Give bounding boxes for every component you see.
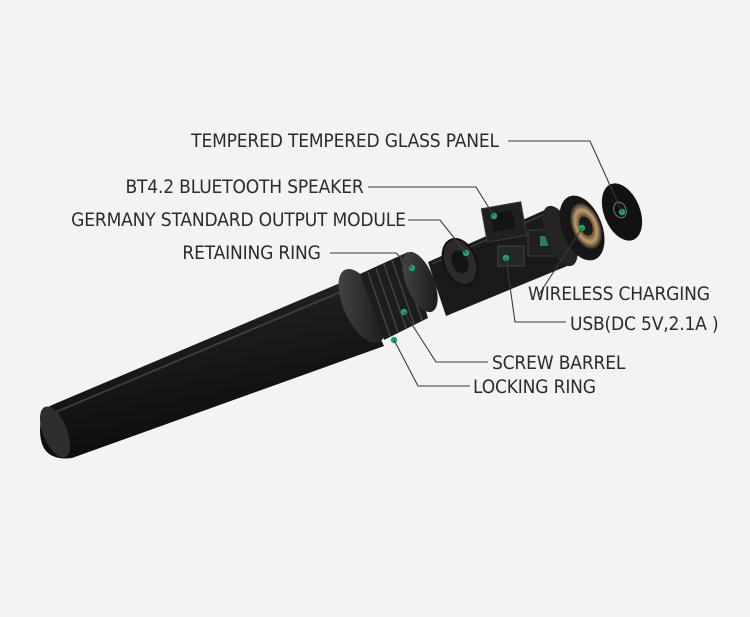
locking-ring-part [338, 268, 386, 344]
handle-end-cap [39, 406, 71, 458]
leader-locking-ring [393, 339, 470, 387]
leader-screw-barrel [403, 311, 488, 363]
label-locking-ring: LOCKING RING [473, 376, 596, 398]
handle-tube [40, 278, 384, 459]
leader-output-module [408, 219, 467, 254]
leader-glass-panel [508, 140, 623, 213]
label-wireless-charging: WIRELESS CHARGING [528, 283, 710, 305]
label-screw-barrel: SCREW BARREL [492, 352, 626, 374]
usb-module-part [497, 245, 525, 267]
label-glass-panel: TEMPERED TEMPERED GLASS PANEL [191, 130, 499, 152]
label-usb: USB(DC 5V,2.1A ) [570, 313, 719, 335]
label-retaining-ring: RETAINING RING [182, 242, 321, 264]
label-bt-speaker: BT4.2 BLUETOOTH SPEAKER [125, 176, 364, 198]
label-output-module: GERMANY STANDARD OUTPUT MODULE [71, 209, 406, 231]
leader-usb [505, 257, 566, 323]
handle-highlight [55, 287, 351, 413]
leader-wireless-charging [537, 227, 583, 297]
leader-retaining-ring [330, 252, 413, 269]
leader-bt-speaker [368, 186, 495, 217]
